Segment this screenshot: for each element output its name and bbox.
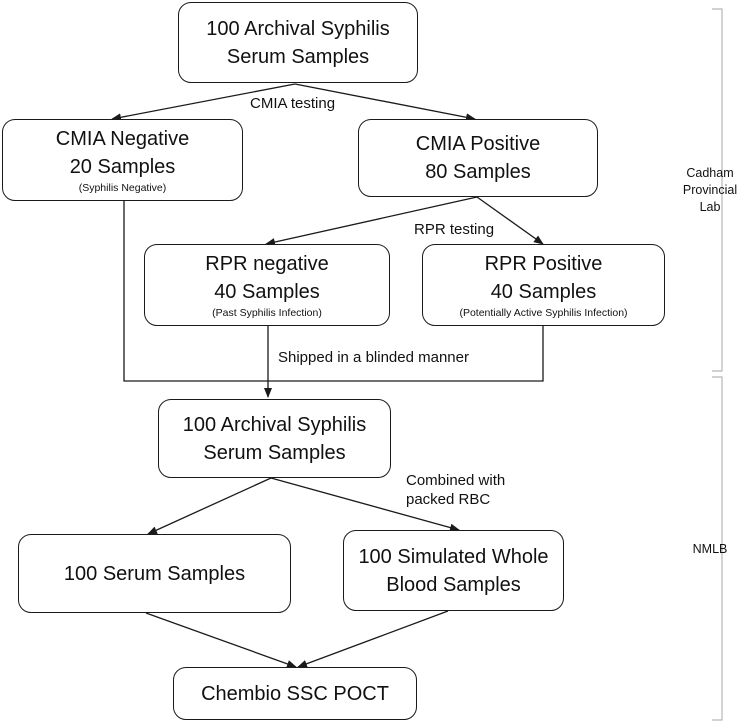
node-line: RPR Positive <box>484 253 603 275</box>
node-line: 80 Samples <box>425 161 531 183</box>
node-rpr-negative: RPR negative 40 Samples (Past Syphilis I… <box>144 244 390 326</box>
edge-label-cmia-testing: CMIA testing <box>250 95 336 112</box>
node-line: 100 Archival Syphilis <box>206 17 390 40</box>
side-label-line: Lab <box>699 200 721 214</box>
node-line: RPR negative <box>205 253 329 275</box>
node-chembio-poct: Chembio SSC POCT <box>173 667 417 720</box>
node-note: (Potentially Active Syphilis Infection) <box>459 307 628 319</box>
node-line: Chembio SSC POCT <box>201 682 389 705</box>
edge-label-line: packed RBC <box>406 491 491 508</box>
node-note: (Syphilis Negative) <box>78 182 167 194</box>
node-rpr-positive: RPR Positive 40 Samples (Potentially Act… <box>422 244 665 326</box>
node-archival-samples-middle: 100 Archival Syphilis Serum Samples <box>158 399 391 478</box>
node-serum-samples: 100 Serum Samples <box>18 534 291 613</box>
line-cmia-negative-down <box>123 176 544 382</box>
node-line: 100 Simulated Whole <box>358 545 549 568</box>
node-line: 100 Archival Syphilis <box>182 413 367 436</box>
arrow-middle-to-whole-blood <box>270 477 460 532</box>
bracket-nmlb <box>712 376 723 721</box>
side-label-line: Cadham <box>686 166 734 180</box>
arrow-cmia-positive-to-rpr-negative <box>265 196 478 246</box>
node-line: 20 Samples <box>69 156 176 178</box>
edge-label-combined: Combined with packed RBC <box>406 471 505 509</box>
node-line: Blood Samples <box>386 573 521 596</box>
side-label-nmlb: NMLB <box>692 542 728 556</box>
node-line: CMIA Negative <box>55 128 190 150</box>
arrow-serum-to-poct <box>145 612 297 668</box>
node-line: CMIA Positive <box>415 133 541 155</box>
node-cmia-negative: CMIA Negative 20 Samples (Syphilis Negat… <box>2 119 243 201</box>
node-note: (Past Syphilis Infection) <box>212 307 322 319</box>
node-line: 40 Samples <box>490 281 597 303</box>
node-line: Serum Samples <box>226 45 370 68</box>
edge-label-line: Combined with <box>406 472 506 489</box>
arrow-top-to-cmia-positive <box>294 83 476 122</box>
edge-label-rpr-testing: RPR testing <box>414 221 495 238</box>
edge-label-shipped: Shipped in a blinded manner <box>278 349 469 366</box>
node-whole-blood-samples: 100 Simulated Whole Blood Samples <box>343 530 564 611</box>
bracket-cadham <box>712 8 723 372</box>
arrow-cmia-positive-to-rpr-positive <box>476 196 544 245</box>
node-line: 100 Serum Samples <box>63 562 246 585</box>
node-archival-samples-top: 100 Archival Syphilis Serum Samples <box>178 2 418 83</box>
arrow-middle-to-serum <box>147 477 272 535</box>
side-label-line: Provincial <box>682 183 738 197</box>
node-line: Serum Samples <box>203 441 346 464</box>
arrow-top-to-cmia-negative <box>111 83 296 122</box>
side-label-cadham: Cadham Provincial Lab <box>675 165 745 216</box>
node-line: 40 Samples <box>214 281 320 303</box>
arrow-whole-blood-to-poct <box>297 610 449 668</box>
node-cmia-positive: CMIA Positive 80 Samples <box>358 119 598 197</box>
